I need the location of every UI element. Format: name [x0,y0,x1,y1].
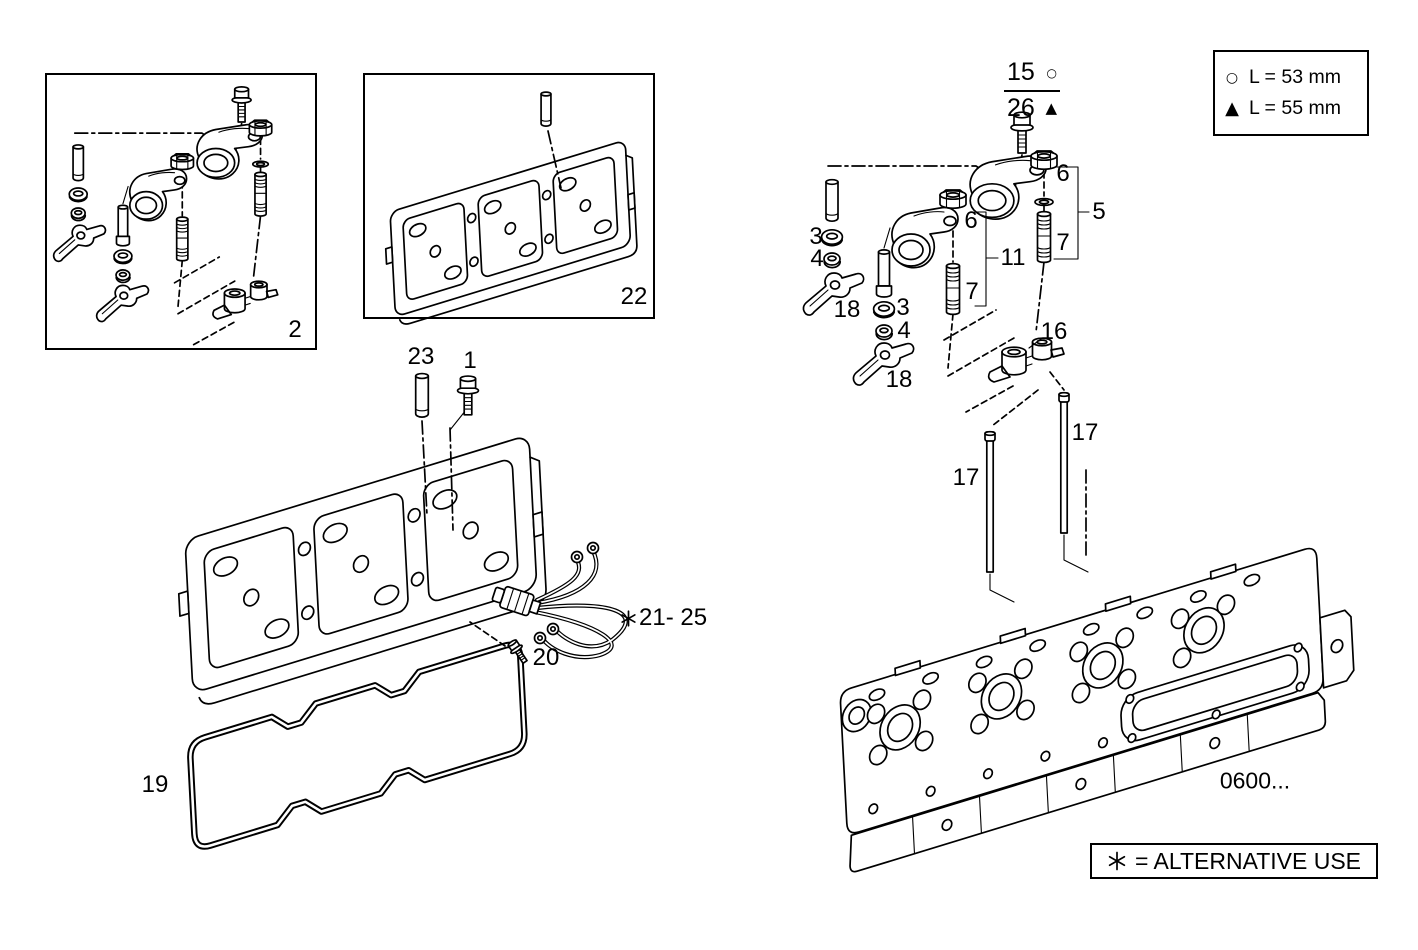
callout-part26[interactable]: 26 [1007,94,1035,122]
guide-pin-drawing [414,372,430,419]
callout-part1[interactable]: 1 [463,347,477,374]
rocker-carrier-inset-drawing [382,91,639,331]
legend-label: L = 53 mm [1249,66,1341,88]
callout-part7-left[interactable]: 7 [965,278,979,305]
callout-part17-right[interactable]: 17 [1071,419,1099,446]
callout-part26-row: 26 ▲ [1004,92,1060,123]
callout-15-26[interactable]: 15 ○ 26 ▲ [1004,58,1060,123]
callout-part2[interactable]: 2 [288,316,302,343]
note-label: = ALTERNATIVE USE [1134,847,1362,874]
callout-part23[interactable]: 23 [407,343,435,370]
callout-part7-right[interactable]: 7 [1056,229,1070,256]
push-rod-drawing [984,430,996,573]
legend-label: L = 55 mm [1249,97,1341,119]
callout-part21-25[interactable]: 21- 25 [620,604,707,632]
bolt-drawing [456,375,480,416]
injection-wiring-drawing [470,543,626,667]
asterisk-icon [1107,851,1127,871]
callout-part11[interactable]: 11 [1000,244,1026,271]
harness-connector [491,583,542,618]
asterisk-icon [620,610,637,627]
callout-part19[interactable]: 19 [141,771,169,798]
legend-row-55mm: ▲ L = 55 mm [1215,97,1367,120]
push-rod-drawing [1058,391,1070,534]
circle-symbol-icon: ○ [1225,69,1239,86]
callout-part17-left[interactable]: 17 [952,464,980,491]
callout-part6-right[interactable]: 6 [1056,160,1070,187]
callout-part18-upper[interactable]: 18 [833,296,861,323]
triangle-symbol-icon: ▲ [1225,97,1239,119]
length-legend: ○ L = 53 mm ▲ L = 55 mm [1213,50,1369,136]
rocker-carrier-drawing [174,410,549,714]
triangle-symbol-icon: ▲ [1045,99,1057,117]
inset-box-2 [45,73,317,350]
callout-part3-left[interactable]: 3 [809,223,823,250]
callout-part18-lower[interactable]: 18 [885,366,913,393]
circle-symbol-icon: ○ [1046,65,1057,80]
cylinder-bores [867,593,1237,767]
callout-part21-25-label: 21- 25 [639,604,708,631]
callout-part20[interactable]: 20 [532,644,560,671]
callout-part22[interactable]: 22 [620,283,648,310]
callout-part4-left[interactable]: 4 [810,245,824,272]
model-code: 0600... [1219,767,1291,794]
callout-part3-right[interactable]: 3 [896,294,910,321]
head-flange-groove [1120,640,1310,747]
callout-part6-left[interactable]: 6 [964,207,978,234]
callout-part15-row: 15 ○ [1004,58,1060,92]
alternative-use-note: = ALTERNATIVE USE [1090,843,1378,879]
legend-row-53mm: ○ L = 53 mm [1215,66,1367,89]
callout-part15[interactable]: 15 [1007,58,1035,86]
callout-part4-right[interactable]: 4 [897,317,911,344]
cylinder-head-drawing [840,530,1357,873]
leader-lines [975,167,1089,602]
inset-box-22 [363,73,655,319]
callout-part16[interactable]: 16 [1040,318,1068,345]
callout-part5[interactable]: 5 [1092,198,1106,225]
